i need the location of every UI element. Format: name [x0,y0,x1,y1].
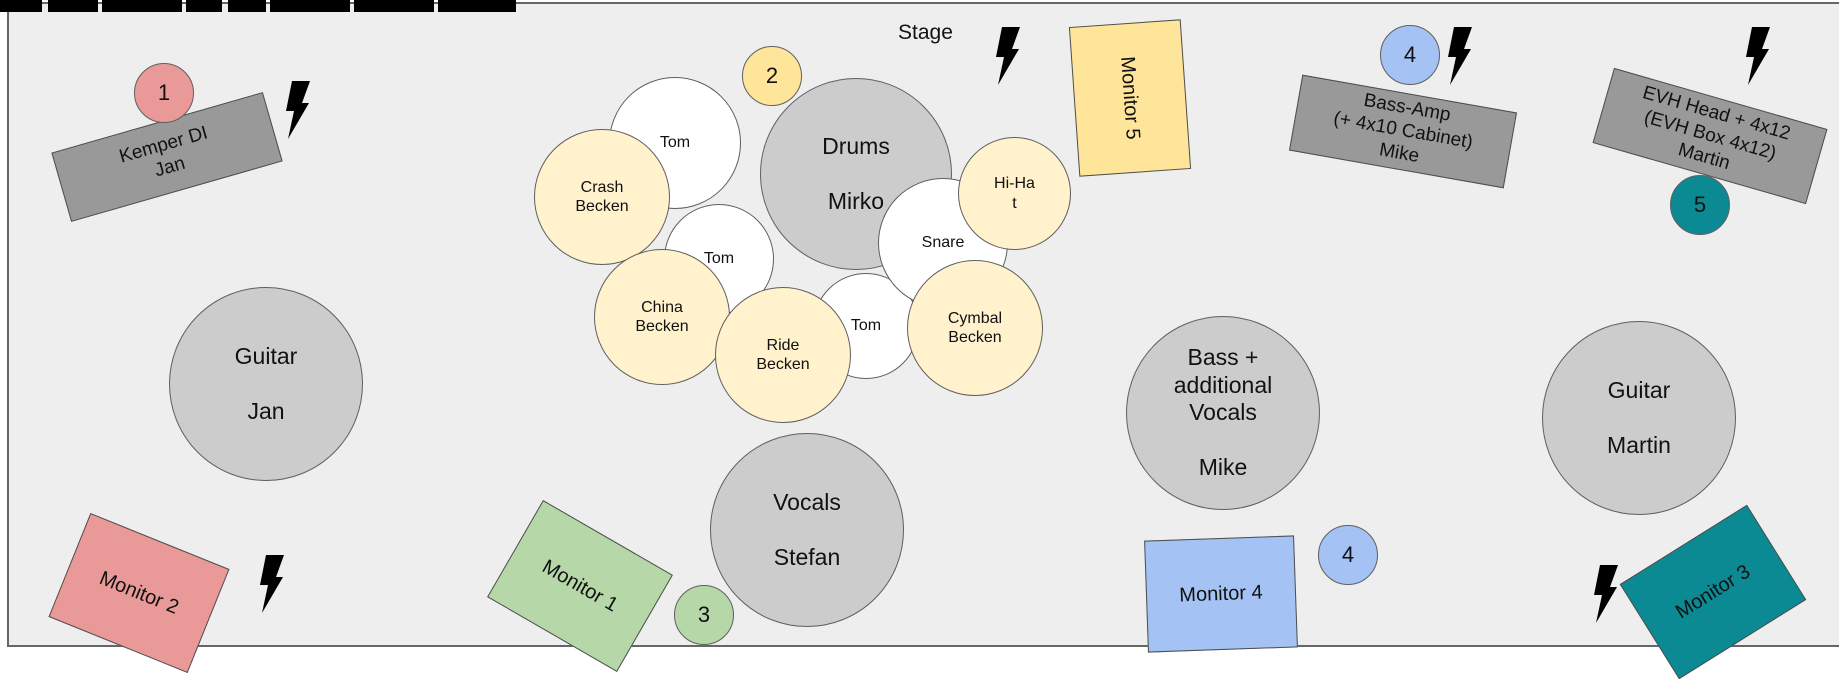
channel-4-marker-top[interactable]: 4 [1380,25,1440,85]
power-outlet-icon [996,27,1020,85]
performer-vocals-stefan[interactable]: Vocals Stefan [710,433,904,627]
channel-1-marker[interactable]: 1 [134,63,194,123]
channel-2-marker[interactable]: 2 [742,46,802,106]
monitor-5[interactable]: Monitor 5 [1068,19,1192,177]
cymbal-crash[interactable]: Crash Becken [534,129,670,265]
performer-bass-mike[interactable]: Bass + additional Vocals Mike [1126,316,1320,510]
channel-3-marker[interactable]: 3 [674,585,734,645]
monitor-4[interactable]: Monitor 4 [1144,535,1298,653]
power-outlet-icon [1448,27,1472,85]
power-outlet-icon [1594,565,1618,623]
cymbal-hihat[interactable]: Hi-Ha t [958,137,1071,250]
channel-4-marker-bottom[interactable]: 4 [1318,525,1378,585]
power-outlet-icon [286,81,310,139]
cymbal-crash-ride[interactable]: Cymbal Becken [907,260,1043,396]
stage-title: Stage [898,21,953,44]
channel-5-marker[interactable]: 5 [1670,175,1730,235]
power-outlet-icon [1746,27,1770,85]
cymbal-china[interactable]: China Becken [594,249,730,385]
cymbal-ride[interactable]: Ride Becken [715,287,851,423]
power-outlet-icon [260,555,284,613]
performer-guitar-jan[interactable]: Guitar Jan [169,287,363,481]
performer-guitar-martin[interactable]: Guitar Martin [1542,321,1736,515]
